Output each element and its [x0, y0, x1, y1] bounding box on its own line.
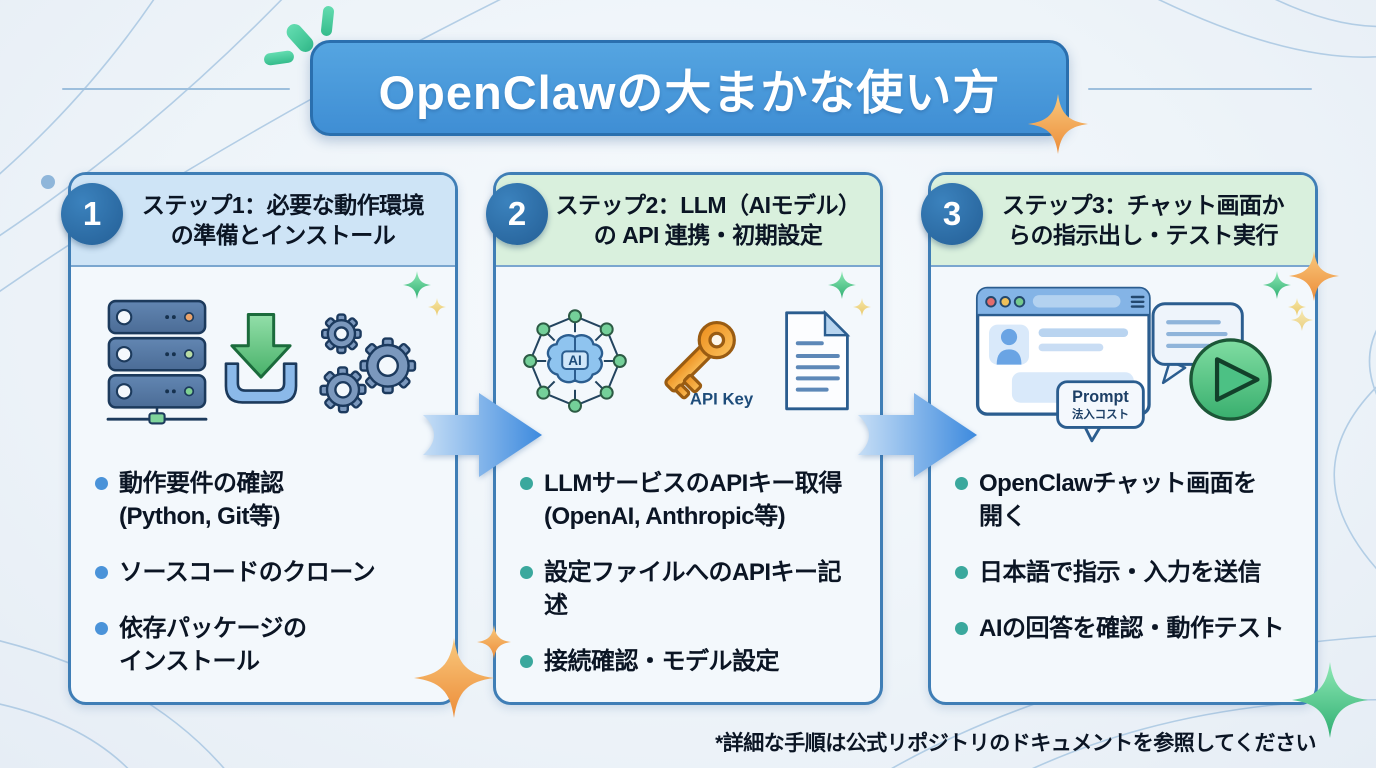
gears-icon	[319, 313, 417, 414]
sparkle-icon	[1289, 251, 1339, 331]
bullet-item: 日本語で指示・入力を送信	[955, 556, 1299, 589]
arrow-step2-to-step3	[858, 393, 977, 477]
footnote-text: *詳細な手順は公式リポジトリのドキュメントを参照してください	[715, 732, 1316, 755]
sparkle-icon	[1028, 94, 1088, 154]
bullet-dot	[955, 477, 968, 490]
step-1-bullet-list: 動作要件の確認 (Python, Git等) ソースコードのクローン 依存パッケ…	[71, 455, 455, 679]
chat-window-icon: Prompt 法入コスト	[975, 286, 1151, 443]
step-3-number-badge: 3	[921, 183, 983, 245]
page-title: OpenClawの大まかな使い方	[310, 40, 1069, 136]
sparkle-icon	[403, 271, 446, 316]
page-title-text: OpenClawの大まかな使い方	[378, 65, 1001, 119]
bullet-text: 日本語で指示・入力を送信	[979, 559, 1262, 587]
bullet-item: 動作要件の確認 (Python, Git等)	[95, 467, 439, 533]
bullet-text: LLMサービスのAPIキー取得 (OpenAI, Anthropic等)	[544, 470, 842, 531]
step-3-icon-row: Prompt 法入コスト	[931, 267, 1315, 455]
bullet-dot	[520, 655, 533, 669]
document-icon	[785, 310, 851, 411]
bullet-item: AIの回答を確認・動作テスト	[955, 612, 1299, 645]
step-1-number-badge: 1	[61, 183, 123, 245]
step-3-heading: ステップ3：チャット画面か らの指示出し・テスト実行	[931, 175, 1315, 267]
bullet-item: LLMサービスのAPIキー取得 (OpenAI, Anthropic等)	[520, 467, 864, 533]
title-side-line-right	[1088, 88, 1312, 90]
ai-badge-label: AI	[568, 353, 582, 368]
step-1-icon-row	[71, 267, 455, 455]
step-3-bullet-list: OpenClawチャット画面を 開く 日本語で指示・入力を送信 AIの回答を確認…	[931, 455, 1315, 645]
play-button-icon	[1151, 302, 1272, 421]
ai-network-icon: AI	[523, 309, 627, 413]
bullet-item: 設定ファイルへのAPIキー記 述	[520, 556, 864, 622]
bullet-dot	[955, 566, 968, 580]
bullet-text: 動作要件の確認 (Python, Git等)	[119, 470, 284, 531]
server-rack-icon	[106, 299, 208, 425]
bullet-text: AIの回答を確認・動作テスト	[979, 615, 1285, 643]
bullet-text: ソースコードのクローン	[119, 559, 376, 587]
step-2-icon-row: AI API Key	[496, 267, 880, 455]
bullet-dot	[95, 477, 108, 490]
bullet-dot	[955, 622, 968, 636]
step-1-heading: ステップ1：必要な動作環境 の準備とインストール	[71, 175, 455, 267]
sparkle-icon	[1292, 662, 1368, 738]
bullet-dot	[520, 566, 533, 580]
bullet-item: 接続確認・モデル設定	[520, 645, 864, 678]
bullet-text: OpenClawチャット画面を 開く	[979, 470, 1257, 531]
bullet-item: OpenClawチャット画面を 開く	[955, 467, 1299, 533]
title-side-line-left	[62, 88, 290, 90]
bullet-text: 依存パッケージの インストール	[119, 615, 307, 676]
bullet-item: 依存パッケージの インストール	[95, 612, 439, 678]
prompt-sublabel: 法入コスト	[1072, 407, 1129, 421]
sparkle-icon	[414, 625, 511, 718]
download-icon	[224, 312, 298, 404]
prompt-bubble-icon: Prompt 法入コスト	[1056, 380, 1145, 443]
bullet-dot	[520, 477, 533, 490]
api-key-label: API Key	[690, 390, 754, 409]
arrow-step1-to-step2	[423, 393, 542, 477]
sparkle-icon	[828, 271, 871, 316]
bullet-text: 設定ファイルへのAPIキー記 述	[544, 559, 842, 620]
bullet-item: ソースコードのクローン	[95, 556, 439, 589]
step-1-card: 1 ステップ1：必要な動作環境 の準備とインストール	[61, 172, 458, 705]
step-2-heading: ステップ2：LLM（AIモデル） の API 連携・初期設定	[496, 175, 880, 267]
api-key-icon: API Key	[664, 321, 754, 409]
blue-dot-decoration	[41, 175, 55, 189]
prompt-label: Prompt	[1072, 388, 1129, 406]
bullet-dot	[95, 622, 108, 636]
step-2-number-badge: 2	[486, 183, 548, 245]
step-2-card: 2 ステップ2：LLM（AIモデル） の API 連携・初期設定 AI	[486, 172, 883, 705]
bullet-dot	[95, 566, 108, 580]
step-3-card: 3 ステップ3：チャット画面か らの指示出し・テスト実行	[921, 172, 1318, 705]
bullet-text: 接続確認・モデル設定	[544, 648, 780, 676]
step-2-bullet-list: LLMサービスのAPIキー取得 (OpenAI, Anthropic等) 設定フ…	[496, 455, 880, 679]
